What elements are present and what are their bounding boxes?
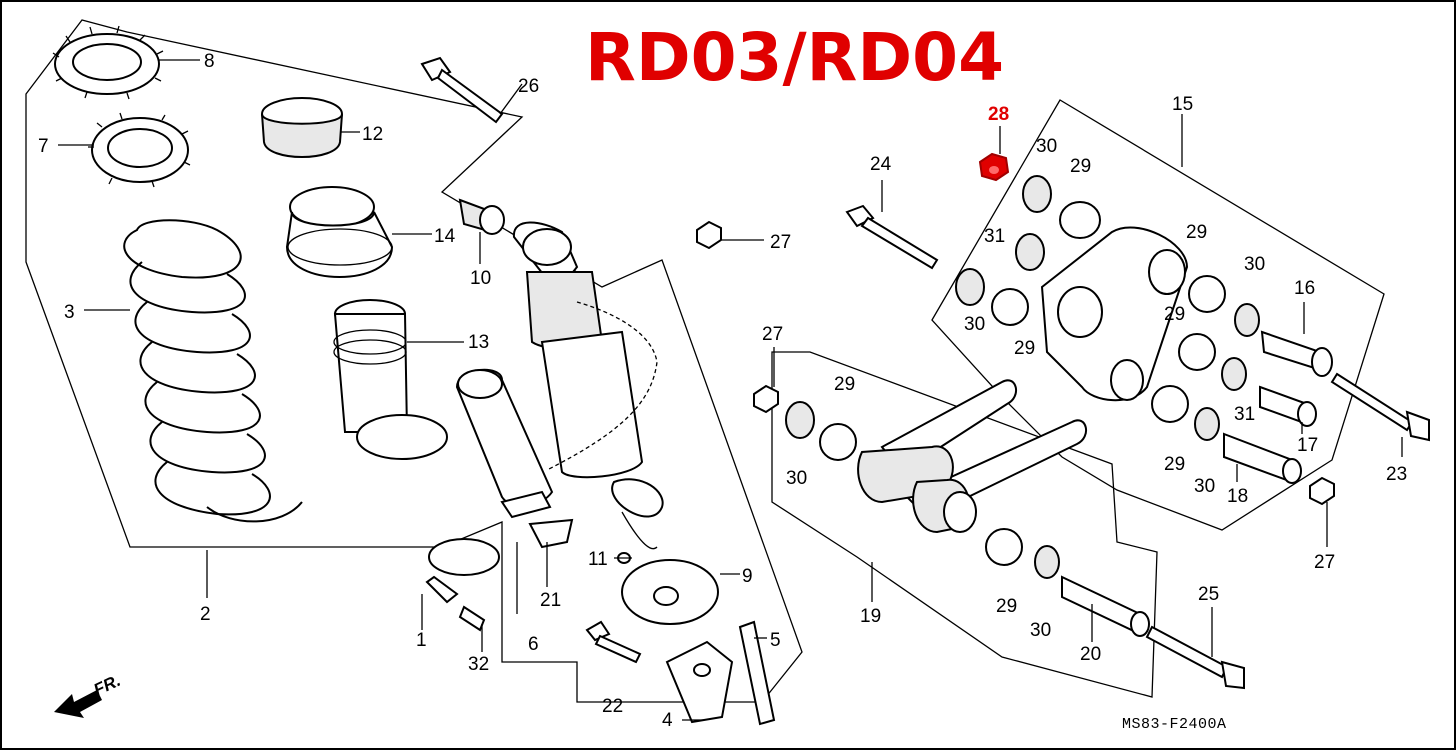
callout-30-b: 30 (964, 314, 985, 335)
callout-6: 6 (528, 634, 539, 655)
callout-16: 16 (1294, 278, 1315, 299)
callout-labels: 1 2 3 4 5 6 7 8 9 10 11 12 13 14 15 16 1… (38, 51, 1407, 731)
callout-14: 14 (434, 226, 456, 247)
callout-21: 21 (540, 590, 561, 611)
bearings-and-seals (785, 175, 1260, 579)
bolt-25-part (1145, 625, 1245, 690)
bolt-23-part (1330, 372, 1430, 442)
front-direction-arrow: FR. (54, 671, 124, 718)
bolt-24-part (845, 204, 939, 270)
lock-nut-part (52, 25, 164, 100)
callout-32: 32 (468, 654, 489, 675)
callout-29-e: 29 (1164, 454, 1185, 475)
collar-17-part (1259, 385, 1317, 427)
callout-20: 20 (1080, 644, 1101, 665)
diagram-title: RD03/RD04 (585, 19, 1004, 96)
reservoir-part (455, 368, 574, 549)
callout-29-b: 29 (1014, 338, 1035, 359)
clamp-part (425, 538, 500, 632)
callout-10: 10 (470, 268, 491, 289)
callout-30-c: 30 (1244, 254, 1265, 275)
nut-28-highlighted-part (978, 152, 1010, 182)
callout-5: 5 (770, 630, 781, 651)
cushion-arm-part (1040, 226, 1189, 402)
callout-4: 4 (662, 710, 673, 731)
callout-8: 8 (204, 51, 215, 72)
callout-12: 12 (362, 124, 383, 145)
connecting-rod-part (857, 379, 1087, 534)
callout-30-e: 30 (786, 468, 807, 489)
callout-27-left: 27 (762, 324, 783, 345)
cushion-arm-group-outline (931, 99, 1385, 531)
callout-17: 17 (1297, 435, 1318, 456)
callout-1: 1 (416, 630, 427, 651)
callout-28: 28 (988, 104, 1009, 125)
callout-31-b: 31 (1234, 404, 1255, 425)
callout-25: 25 (1198, 584, 1219, 605)
callout-22: 22 (602, 696, 623, 717)
callout-23: 23 (1386, 464, 1407, 485)
callout-7: 7 (38, 136, 49, 157)
callout-13: 13 (468, 332, 489, 353)
dust-boot-part (333, 299, 448, 460)
collar-16-part (1260, 330, 1333, 377)
drawing-code: MS83-F2400A (1122, 716, 1227, 733)
stopper-plate-part (617, 552, 719, 625)
callout-31-a: 31 (984, 226, 1005, 247)
callout-29-a: 29 (1070, 156, 1091, 177)
lower-bolt-part (585, 620, 642, 664)
callout-15: 15 (1172, 94, 1193, 115)
callout-3: 3 (64, 302, 75, 323)
collar-18-part (1223, 432, 1302, 484)
leader-lines (58, 59, 1403, 721)
lower-bracket-part (665, 620, 776, 726)
callout-9: 9 (742, 566, 753, 587)
callout-11: 11 (588, 549, 608, 570)
callout-29-g: 29 (996, 596, 1017, 617)
upper-bolt-part (420, 56, 504, 124)
callout-29-d: 29 (1164, 304, 1185, 325)
callout-30-f: 30 (1030, 620, 1051, 641)
callout-18: 18 (1227, 486, 1248, 507)
collar-20-part (1061, 575, 1150, 637)
callout-27-right: 27 (1314, 552, 1335, 573)
callout-30-a: 30 (1036, 136, 1057, 157)
callout-19: 19 (860, 606, 881, 627)
callout-26: 26 (518, 76, 539, 97)
callout-29-f: 29 (834, 374, 855, 395)
callout-30-d: 30 (1194, 476, 1215, 497)
spring-stopper-part (285, 186, 394, 278)
shock-absorber-part (512, 221, 664, 550)
callout-29-c: 29 (1186, 222, 1207, 243)
nut-27-left-part (753, 384, 779, 414)
callout-2: 2 (200, 604, 211, 625)
callout-24: 24 (870, 154, 892, 175)
nut-27-right-part (1309, 476, 1335, 506)
nut-27-upper-part (696, 220, 722, 250)
adjuster-nut-part (88, 112, 191, 188)
spring-part (123, 219, 303, 523)
callout-27-upper: 27 (770, 232, 791, 253)
bushing-part (458, 198, 505, 235)
spring-seat-part (261, 97, 343, 158)
